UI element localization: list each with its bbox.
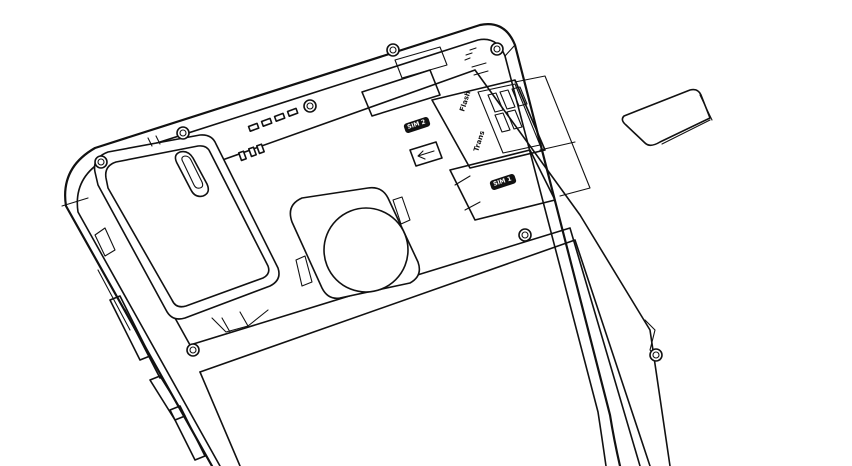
screw-icon [490,42,504,56]
screw-icon [176,126,190,140]
tray-label-trans: Trans [472,130,486,153]
sim-card [621,88,713,147]
fingerprint-sensor [289,186,421,300]
sim1-tag: SIM 1 [489,174,517,190]
camera-lens-icon [174,150,210,198]
mid-frame [109,69,671,466]
side-buttons [94,227,206,461]
camera-module [93,134,280,333]
sim2-tag: SIM 2 [403,117,431,133]
screw-icons [94,42,663,362]
screw-icon [518,228,532,242]
screw-icon [94,155,108,169]
card-direction-icon [409,141,443,167]
contact-pads [237,107,299,162]
sim-slot-tags: SIM 2 SIM 1 [403,117,517,190]
screw-icon [386,43,400,57]
antenna-strip [361,46,489,117]
chassis-outline [61,23,622,466]
card-tray: Flash Trans [431,75,591,221]
screw-icon [186,343,200,357]
screw-icon [303,99,317,113]
screw-icon [649,348,663,362]
